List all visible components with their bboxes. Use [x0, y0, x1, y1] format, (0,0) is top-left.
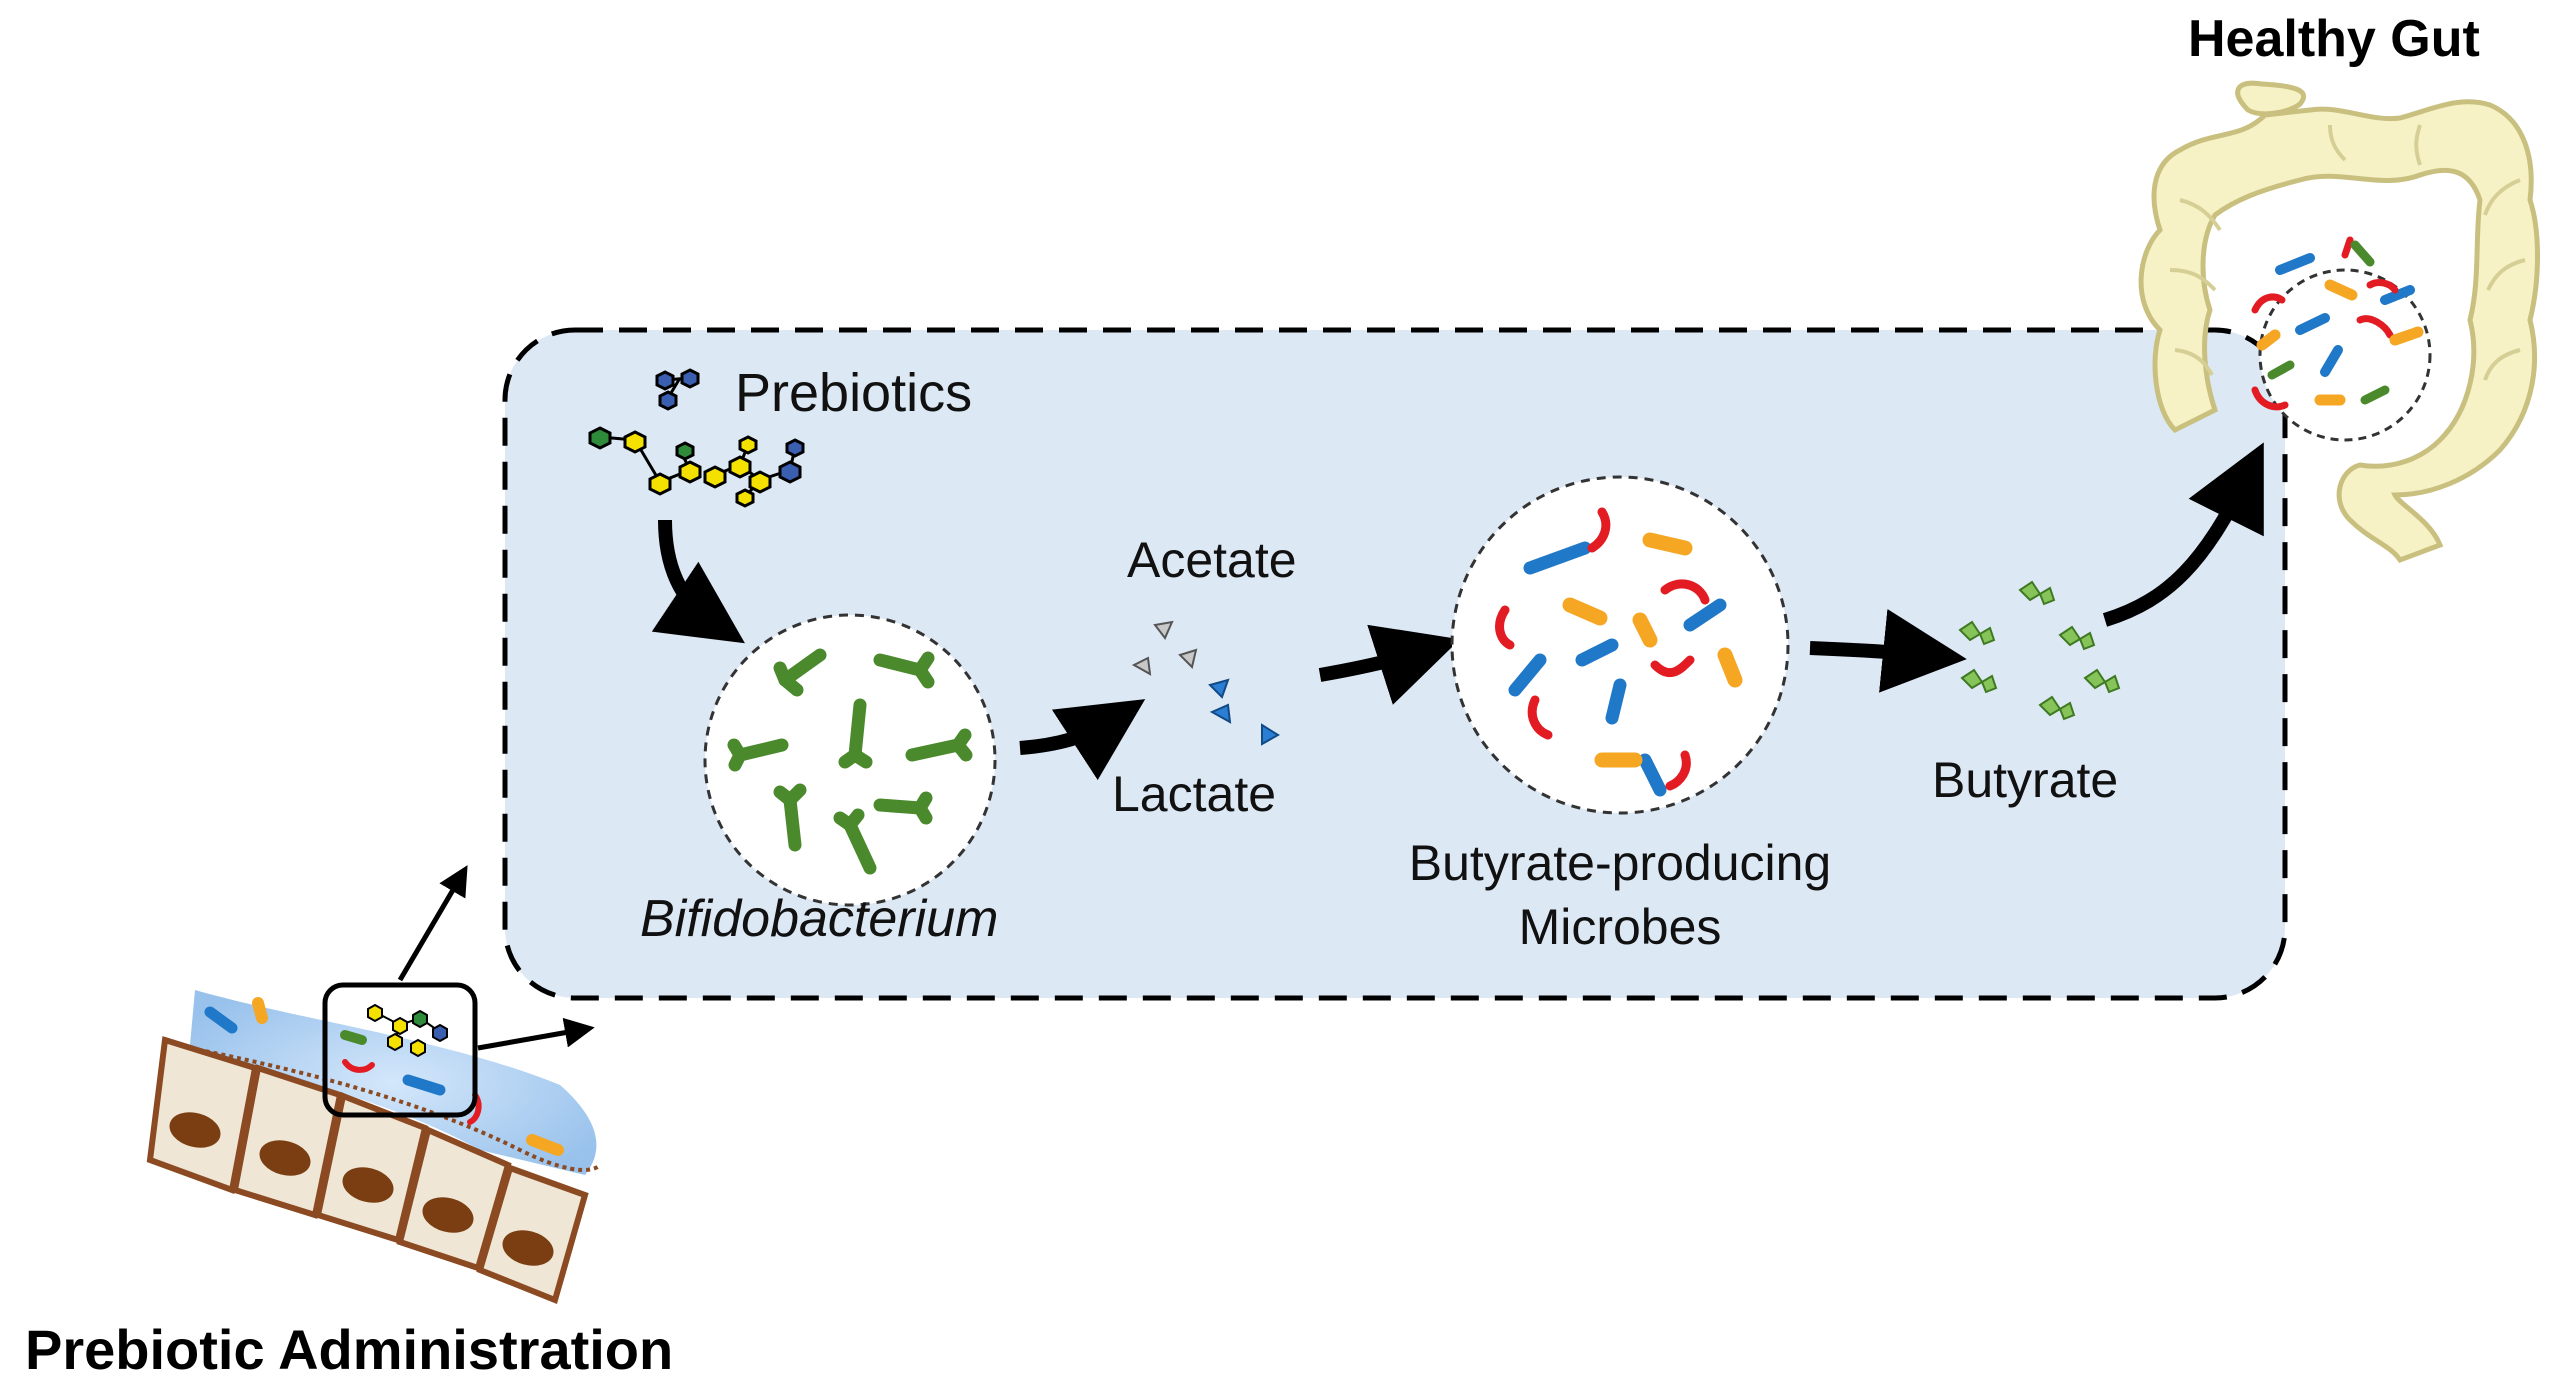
- bifidobacterium-circle-icon: [703, 613, 997, 907]
- prebiotics-label: Prebiotics: [735, 363, 973, 423]
- arrow-butyrate-to-gut: [2102, 442, 2264, 627]
- arrow-inset-to-panel-lower: [477, 1017, 595, 1051]
- lactate-label: Lactate: [1112, 766, 1277, 822]
- butyrate-molecule-icon: [1958, 580, 2121, 721]
- arrow-inset-to-panel-upper: [397, 865, 468, 982]
- butyrate-label: Butyrate: [1932, 752, 2119, 808]
- gut-microbiota-circle: [2251, 236, 2432, 442]
- lactate-triangle-icon: [1208, 678, 1280, 746]
- butyrate-producing-line2: Microbes: [1518, 898, 1722, 955]
- arrow-bifidobacterium-to-acids: [1019, 699, 1146, 781]
- butyrate-producing-line1: Butyrate-producing: [1408, 835, 1832, 891]
- epithelium-icon: [146, 982, 602, 1305]
- bifidobacterium-label: Bifidobacterium: [640, 890, 999, 948]
- acetate-label: Acetate: [1127, 532, 1297, 588]
- prebiotic-molecule-icon: [588, 368, 805, 508]
- arrow-acids-to-microbes: [1318, 624, 1461, 705]
- prebiotic-administration-title: Prebiotic Administration: [25, 1318, 674, 1381]
- arrow-prebiotics-to-bifidobacterium: [651, 519, 745, 644]
- healthy-gut-title: Healthy Gut: [2188, 10, 2480, 68]
- microbes-circle-icon: [1450, 475, 1790, 815]
- arrow-microbes-to-butyrate: [1809, 609, 1967, 693]
- colon-icon: [2138, 80, 2540, 564]
- butyrate-producing-microbes-label: Butyrate-producing Microbes: [1340, 835, 1900, 956]
- acetate-triangle-icon: [1131, 620, 1198, 676]
